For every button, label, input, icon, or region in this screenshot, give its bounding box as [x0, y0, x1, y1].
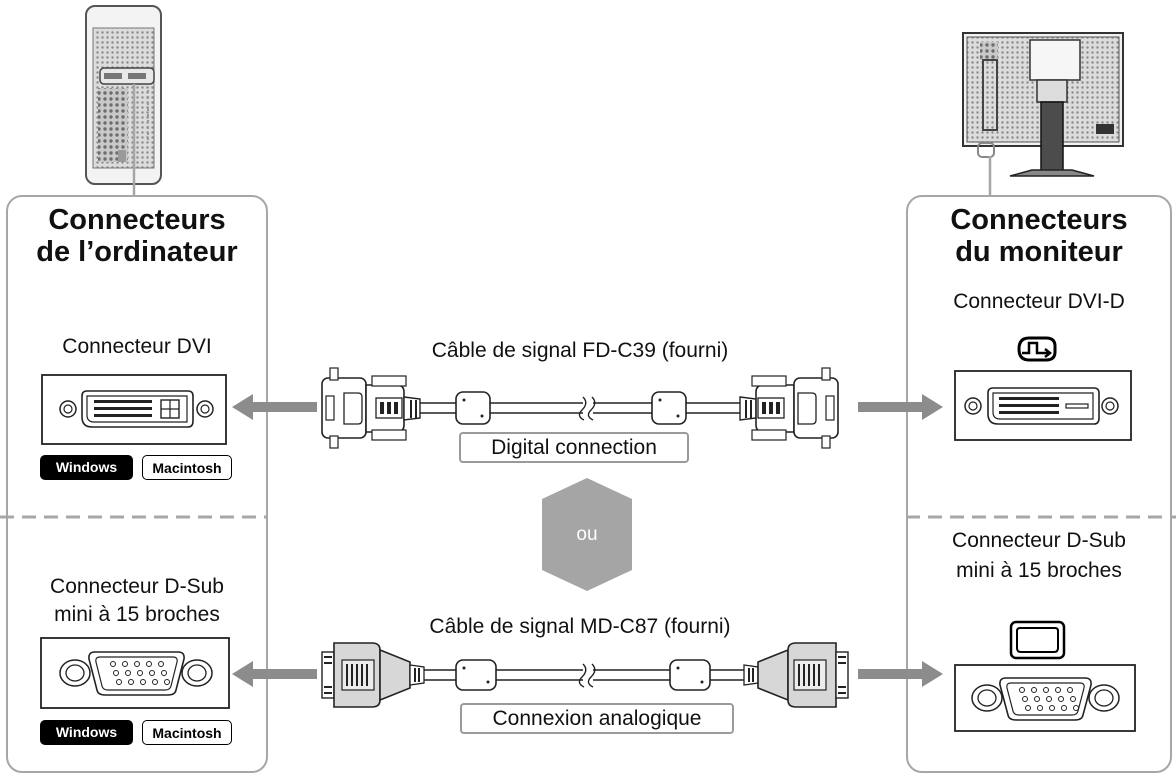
windows-tag-dvi: Windows [40, 455, 133, 480]
computer-panel-title-line1: Connecteurs [48, 204, 226, 236]
monitor-dvi-label: Connecteur DVI-D [953, 290, 1125, 313]
arrow-digital-right [858, 394, 943, 420]
arrow-analog-left [232, 661, 317, 687]
computer-dsub-connector [40, 637, 230, 709]
arrow-digital-left [232, 394, 317, 420]
or-label: ou [576, 524, 598, 545]
computer-panel-title-line2: de l’ordinateur [36, 236, 238, 268]
dvi-digital-icon [1017, 336, 1057, 362]
monitor-dsub-label-line2: mini à 15 broches [956, 559, 1122, 582]
monitor-dsub-connector [954, 664, 1136, 732]
digital-cable-label: Câble de signal FD-C39 (fourni) [431, 339, 729, 362]
monitor-dsub-label-line1: Connecteur D-Sub [952, 529, 1126, 552]
windows-tag-dsub: Windows [40, 720, 133, 745]
digital-connection-caption: Digital connection [459, 432, 689, 463]
monitor-dvi-connector [954, 370, 1132, 441]
macintosh-tag-dsub: Macintosh [142, 720, 232, 745]
vga-monitor-icon [1009, 620, 1066, 660]
digital-cable [321, 367, 839, 449]
computer-dsub-label-line2: mini à 15 broches [54, 603, 220, 626]
macintosh-tag-dvi: Macintosh [142, 455, 232, 480]
monitor-panel-title-line1: Connecteurs [950, 204, 1128, 236]
monitor-back-icon [962, 32, 1124, 177]
computer-dsub-label-line1: Connecteur D-Sub [50, 575, 224, 598]
arrows [232, 394, 943, 687]
analog-cable-label: Câble de signal MD-C87 (fourni) [429, 615, 731, 638]
analog-cable [321, 642, 849, 708]
computer-dvi-label: Connecteur DVI [62, 335, 212, 358]
monitor-panel-title-line2: du moniteur [955, 236, 1123, 268]
or-hexagon [542, 478, 632, 591]
computer-tower-icon [85, 5, 162, 185]
computer-dvi-connector [41, 374, 227, 445]
arrow-analog-right [858, 661, 943, 687]
analog-connection-caption: Connexion analogique [460, 703, 734, 734]
